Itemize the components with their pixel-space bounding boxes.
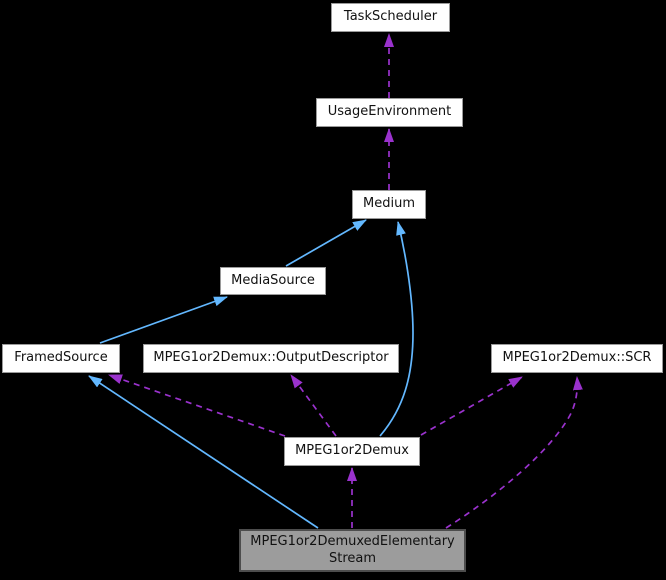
edge-MPEG1or2DemuxedElementaryStream-to-SCR bbox=[445, 376, 583, 529]
node-SCR[interactable]: MPEG1or2Demux::SCR bbox=[491, 344, 663, 373]
edge-FramedSource-to-MediaSource bbox=[99, 296, 228, 344]
node-TaskScheduler[interactable]: TaskScheduler bbox=[331, 3, 450, 32]
node-UsageEnvironment[interactable]: UsageEnvironment bbox=[316, 98, 463, 127]
edge-MPEG1or2Demux-to-OutputDescriptor bbox=[290, 374, 337, 437]
node-label: MPEG1or2Demux::OutputDescriptor bbox=[153, 350, 389, 366]
node-OutputDescriptor[interactable]: MPEG1or2Demux::OutputDescriptor bbox=[143, 344, 399, 373]
node-MPEG1or2DemuxedElementaryStream[interactable]: MPEG1or2DemuxedElementary Stream bbox=[239, 529, 466, 572]
node-FramedSource[interactable]: FramedSource bbox=[2, 344, 120, 373]
node-label: MediaSource bbox=[231, 272, 315, 288]
node-MPEG1or2Demux[interactable]: MPEG1or2Demux bbox=[284, 437, 420, 466]
edge-MPEG1or2Demux-to-FramedSource bbox=[108, 374, 286, 437]
node-label: TaskScheduler bbox=[343, 9, 438, 25]
node-MediaSource[interactable]: MediaSource bbox=[220, 267, 326, 295]
edge-MediaSource-to-Medium bbox=[285, 219, 367, 267]
edge-MPEG1or2DemuxedElementaryStream-to-FramedSource bbox=[88, 375, 319, 529]
edge-MPEG1or2Demux-to-Medium bbox=[379, 221, 414, 437]
node-label: Medium bbox=[363, 196, 415, 212]
node-label: MPEG1or2DemuxedElementary Stream bbox=[250, 533, 455, 566]
node-Medium[interactable]: Medium bbox=[352, 190, 426, 219]
edge-MPEG1or2Demux-to-SCR bbox=[420, 376, 523, 436]
node-label: MPEG1or2Demux::SCR bbox=[502, 350, 652, 366]
node-label: FramedSource bbox=[14, 350, 108, 366]
node-label: MPEG1or2Demux bbox=[295, 443, 409, 459]
node-label: UsageEnvironment bbox=[327, 104, 452, 120]
